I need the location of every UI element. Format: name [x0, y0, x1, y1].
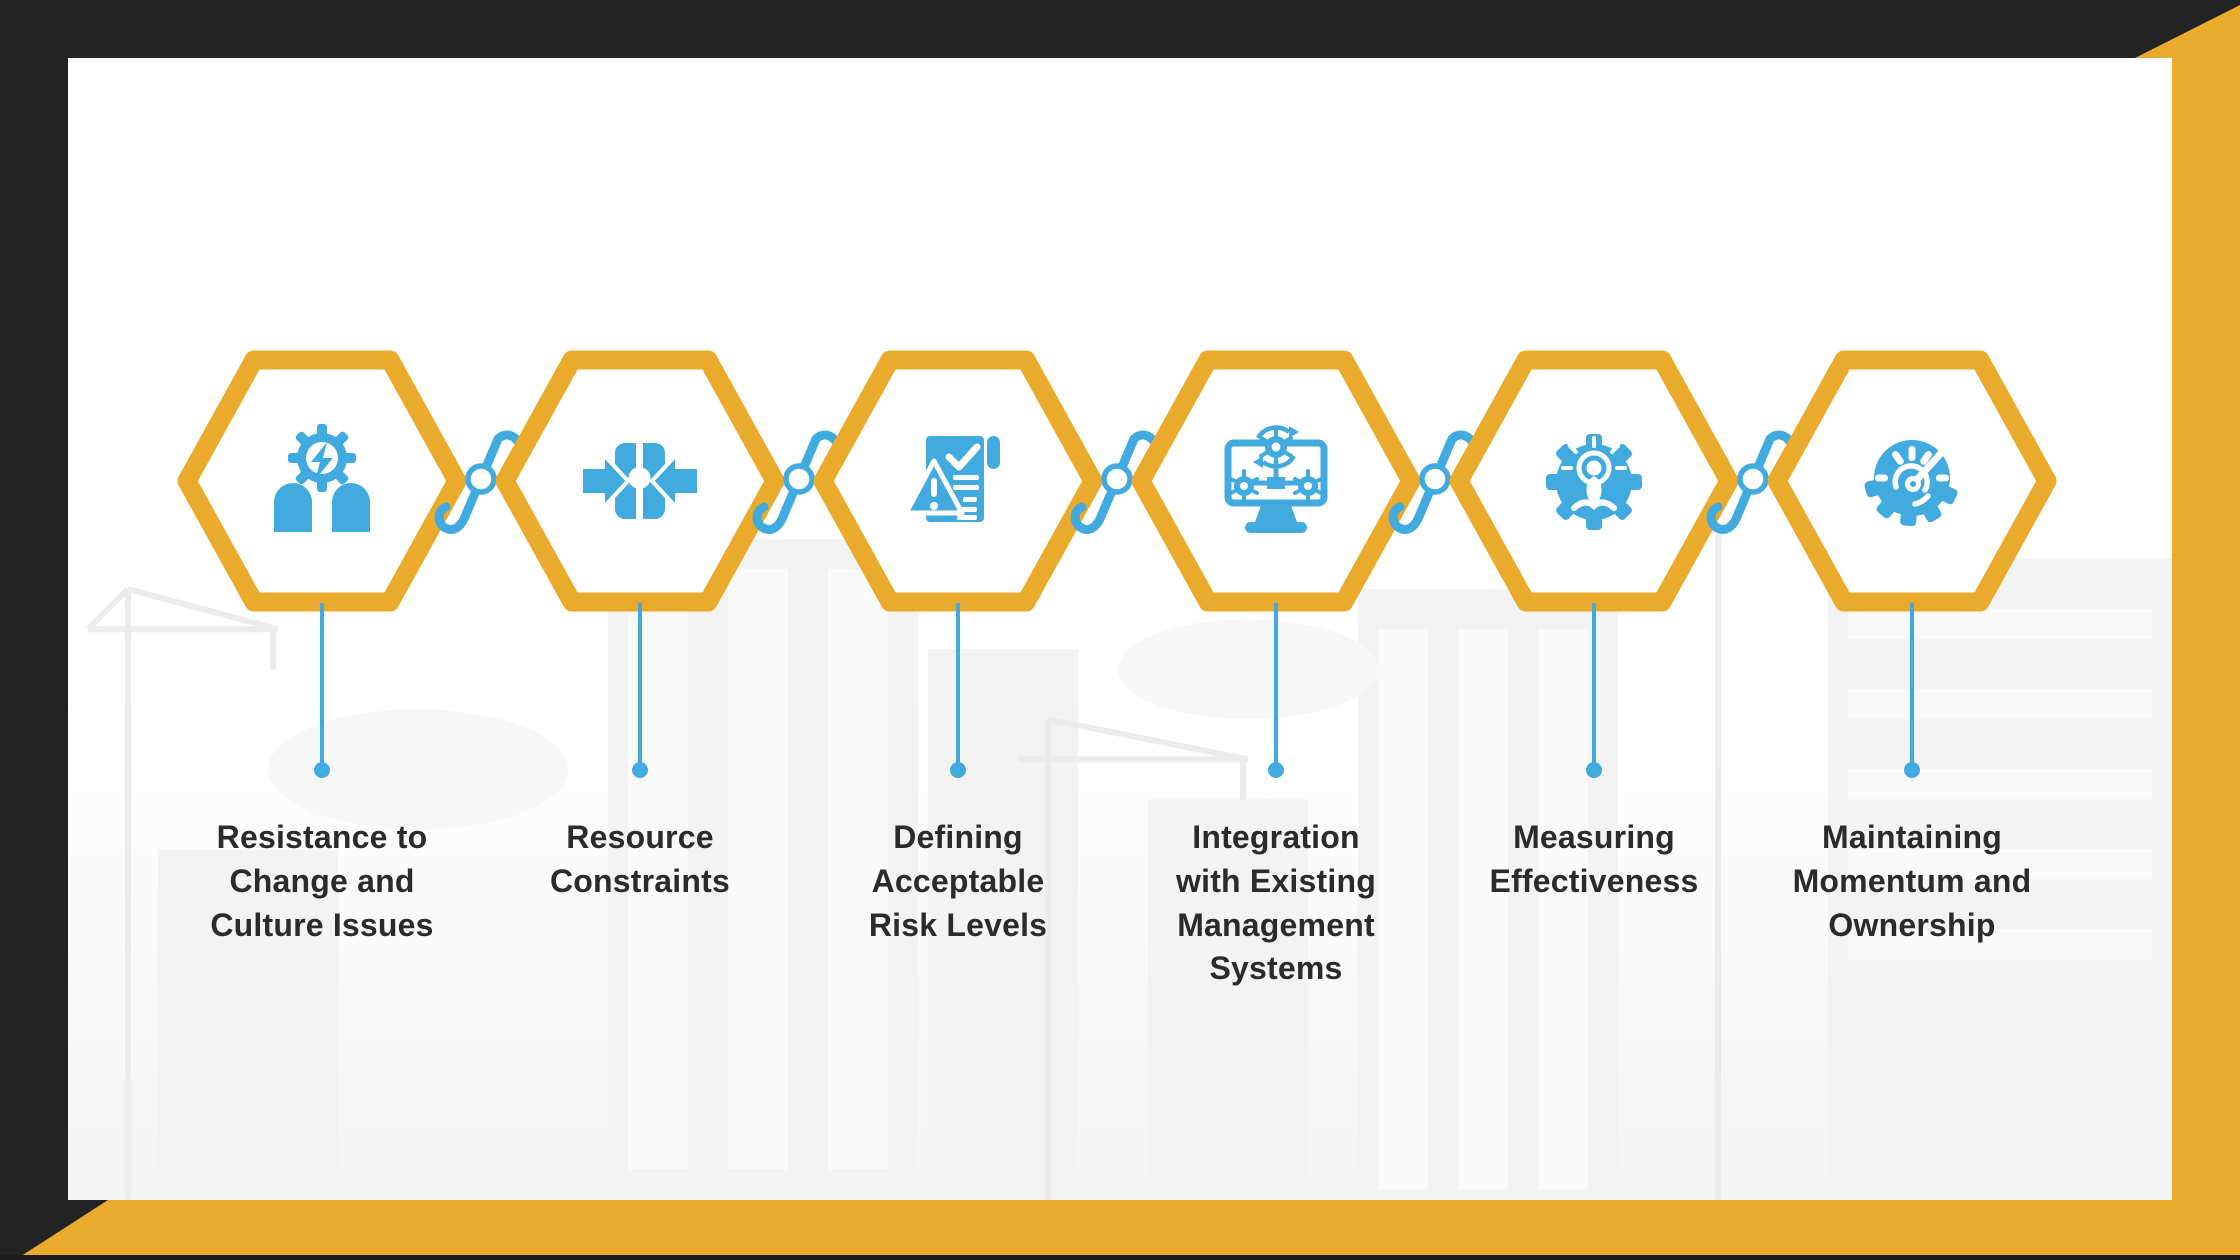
dropline — [956, 603, 960, 763]
chain-link-connector — [752, 430, 845, 534]
dot — [314, 762, 330, 778]
dropline — [1910, 603, 1914, 763]
yellow-bottom-band — [15, 1200, 2240, 1260]
computer-gears-icon — [1224, 425, 1328, 533]
dot — [950, 762, 966, 778]
hexagon-badge — [1131, 350, 1421, 612]
hexagon-badge — [1449, 350, 1739, 612]
dropline — [320, 603, 324, 763]
content-area — [68, 58, 2172, 1200]
dropline — [1592, 603, 1596, 763]
chain-link-connector — [1388, 430, 1481, 534]
step-label: Maintaining Momentum and Ownership — [1792, 819, 2032, 943]
dot — [1268, 762, 1284, 778]
chain-link-connector — [1070, 430, 1163, 534]
dropline — [638, 603, 642, 763]
step-label: Defining Acceptable Risk Levels — [868, 819, 1048, 943]
hexagon-badge — [813, 350, 1103, 612]
hexagon-badge — [177, 350, 467, 612]
step-label: Integration with Existing Management Sys… — [1176, 819, 1376, 987]
gauge-gear-icon — [1864, 440, 1958, 527]
compress-arrows-icon — [579, 443, 701, 519]
brainstorming-heads-gear-icon — [274, 424, 370, 532]
dropline — [1274, 603, 1278, 763]
step-label: Resistance to Change and Culture Issues — [210, 819, 434, 943]
chain-link-connector — [1706, 430, 1799, 534]
step-label: Measuring Effectiveness — [1489, 819, 1699, 899]
construction-watermark — [85, 526, 2172, 1200]
gear-idea-person-icon — [1546, 434, 1642, 530]
hexagon-badge — [495, 350, 785, 612]
risk-document-warning-icon — [903, 436, 1000, 522]
hexagon-badge — [1767, 350, 2057, 612]
dot — [1904, 762, 1920, 778]
step-label: Resource Constraints — [550, 819, 730, 899]
chain-link-connector — [434, 430, 527, 534]
dot — [1586, 762, 1602, 778]
bottom-dark-edge — [0, 1255, 2240, 1260]
dot — [632, 762, 648, 778]
